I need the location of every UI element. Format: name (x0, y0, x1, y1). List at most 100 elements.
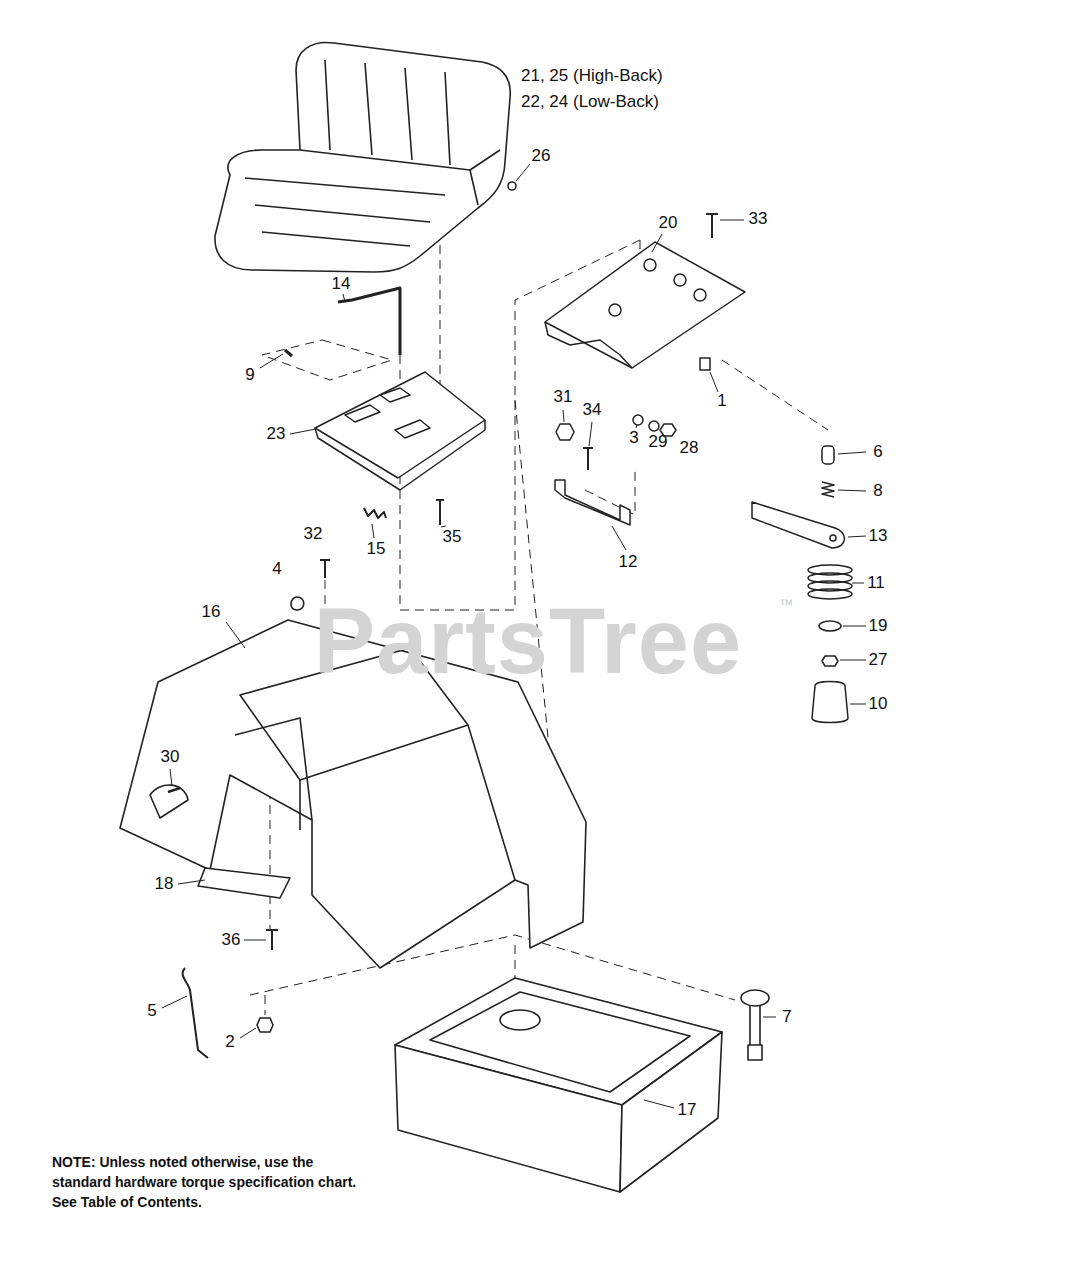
callout-number: 9 (245, 365, 254, 385)
plate-symbol (198, 868, 290, 898)
callout-number: 7 (782, 1007, 791, 1027)
callout-number: 30 (161, 747, 180, 767)
pin-symbol (285, 350, 292, 356)
dashed-line (722, 360, 828, 430)
pan-hole (345, 388, 430, 438)
plate-flange (545, 322, 632, 368)
leader-line (843, 626, 866, 627)
cap-symbol (812, 682, 848, 723)
callout-number: 23 (267, 424, 286, 444)
fender-edge (235, 718, 312, 820)
screw-symbol (320, 560, 330, 578)
spring-symbol (364, 508, 386, 518)
rod-symbol (338, 288, 400, 355)
callout-number: 17 (678, 1100, 697, 1120)
callout-number: 16 (202, 602, 221, 622)
leader-line (170, 769, 172, 786)
callout-number: 11 (867, 573, 885, 593)
leader-line (763, 1017, 776, 1018)
callout-number: 14 (332, 274, 351, 294)
tank-recess (430, 992, 690, 1092)
nut-symbol (257, 1018, 273, 1032)
plate (545, 242, 745, 368)
screw-symbol (168, 788, 180, 792)
leader-line (226, 622, 245, 648)
leader-line (644, 1100, 674, 1108)
leader-line (372, 524, 374, 538)
seat-edge (300, 150, 500, 205)
plate-bracket (545, 214, 745, 525)
plate-hole (609, 304, 621, 316)
callout-number: 12 (619, 552, 638, 572)
seat-rib (325, 60, 450, 165)
leader-lines (162, 164, 866, 1108)
callout-number: 27 (869, 650, 888, 670)
nut-symbol (508, 182, 516, 190)
nut-symbol (822, 656, 838, 666)
callout-number: 1 (717, 391, 726, 411)
plate-hole (694, 289, 706, 301)
leader-line (240, 1028, 256, 1038)
callout-number: 29 (649, 432, 668, 452)
leader-line (850, 704, 866, 705)
leader-line (260, 354, 283, 368)
lever-hole (830, 535, 836, 541)
leader-line (563, 410, 564, 422)
callout-number: 5 (147, 1001, 156, 1021)
tank-side (620, 1032, 722, 1192)
spring-coil (808, 589, 852, 599)
bushing-symbol (822, 446, 834, 464)
screw-symbol (266, 930, 278, 950)
callout-number: 31 (554, 387, 573, 407)
screw-symbol (436, 500, 444, 525)
screw-symbol (706, 214, 718, 238)
callout-number: 8 (873, 481, 882, 501)
dashed-line (265, 995, 266, 1015)
callout-number: 22, 24 (Low-Back) (521, 92, 659, 112)
washer-symbol (819, 621, 841, 631)
dashed-line (440, 215, 441, 395)
fender-edge (300, 725, 515, 880)
gauge-symbol (748, 1006, 762, 1060)
leader-line (290, 429, 316, 434)
seat-rib (245, 178, 445, 246)
callout-number: 36 (222, 930, 241, 950)
callout-number: 34 (583, 400, 602, 420)
bushing-symbol (700, 358, 710, 370)
lever (752, 502, 844, 548)
washer-symbol (633, 415, 643, 425)
leader-line (178, 880, 205, 884)
wire-symbol (183, 968, 208, 1058)
pan-plate (315, 372, 485, 478)
note-text: NOTE: Unless noted otherwise, use the st… (52, 1152, 362, 1213)
leader-line (720, 220, 744, 221)
leader-line (612, 526, 626, 550)
seat (215, 42, 516, 272)
callout-number: 13 (869, 526, 888, 546)
callout-number: 4 (272, 559, 281, 579)
bracket (555, 480, 630, 525)
cutout (150, 785, 188, 818)
leader-line (516, 164, 530, 181)
leader-line (852, 583, 864, 584)
watermark: PartsTree (314, 589, 742, 695)
leader-line (162, 996, 187, 1008)
callout-number: 15 (367, 539, 386, 559)
callout-number: 18 (155, 874, 174, 894)
seat-outline (215, 42, 510, 272)
leader-line (838, 452, 866, 454)
leader-line (652, 234, 662, 252)
tank-neck (500, 1010, 540, 1030)
callout-number: 19 (869, 616, 888, 636)
leader-line (710, 372, 718, 392)
leader-line (244, 940, 266, 941)
seat-spring-assembly (752, 446, 852, 723)
seat-pan (285, 288, 485, 525)
callout-number: 26 (532, 146, 551, 166)
leader-line (589, 422, 592, 446)
callout-number: 6 (873, 442, 882, 462)
leader-line (343, 294, 345, 302)
spring-symbol (822, 482, 834, 497)
leader-line (848, 536, 866, 537)
